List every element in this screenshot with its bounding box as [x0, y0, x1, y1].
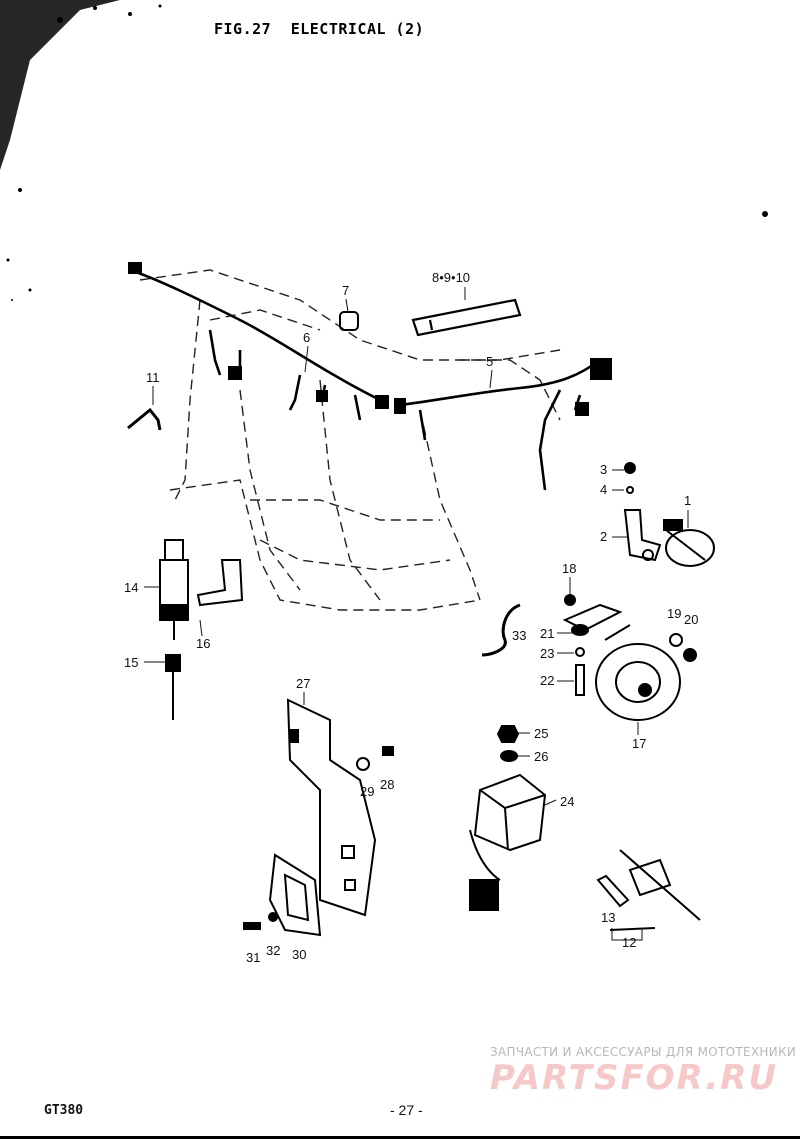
wiring-harness: [129, 268, 601, 491]
frame-outline: [139, 269, 561, 611]
clamp-11: [127, 407, 162, 431]
horn-17-assembly: [562, 594, 697, 721]
callout-29: 29: [360, 784, 374, 799]
bolt-28-washer-29: [356, 746, 394, 771]
callout-4: 4: [600, 482, 607, 497]
callout-16: 16: [196, 636, 210, 651]
bracket-16: [196, 559, 244, 607]
callout-21: 21: [540, 626, 554, 641]
band-8-10: [411, 298, 522, 337]
footer-model: GT380: [44, 1103, 84, 1118]
callout-27: 27: [296, 676, 310, 691]
callout-2: 2: [600, 529, 607, 544]
bottom-border: [0, 1136, 800, 1139]
callout-8-10: 8•9•10: [432, 270, 470, 285]
scan-noise: [0, 0, 768, 301]
callout-25: 25: [534, 726, 548, 741]
callout-3: 3: [600, 462, 607, 477]
callout-5: 5: [486, 354, 493, 369]
callout-20: 20: [684, 612, 698, 627]
callout-32: 32: [266, 943, 280, 958]
callout-14: 14: [124, 580, 138, 595]
footer-page-number: - 27 -: [390, 1102, 423, 1118]
callout-22: 22: [540, 673, 554, 688]
figure-number: FIG.27: [214, 20, 272, 38]
leader-lines: [144, 287, 689, 941]
regulator-24: [469, 773, 547, 911]
callout-18: 18: [562, 561, 576, 576]
watermark-logo: PARTSFOR.RU: [490, 1058, 779, 1098]
fuse-holder-12-13: [596, 849, 701, 931]
wire-33: [481, 603, 521, 657]
callout-15: 15: [124, 655, 138, 670]
callout-33: 33: [512, 628, 526, 643]
page-title: FIG.27 ELECTRICAL (2): [214, 20, 434, 38]
callout-24: 24: [560, 794, 574, 809]
grommet-7: [339, 311, 359, 331]
callout-7: 7: [342, 283, 349, 298]
switch-14: [159, 539, 189, 720]
plate-30: [268, 853, 322, 937]
callout-26: 26: [534, 749, 548, 764]
callout-6: 6: [303, 330, 310, 345]
callout-13: 13: [601, 910, 615, 925]
callout-23: 23: [540, 646, 554, 661]
screw-31-washer-32: [243, 912, 278, 930]
callout-12: 12: [622, 935, 636, 950]
nut-25-washer-26: [496, 725, 520, 762]
switch-1-assembly: [623, 462, 715, 567]
callout-11: 11: [146, 370, 160, 385]
figure-title: ELECTRICAL (2): [290, 20, 425, 38]
callout-19: 19: [667, 606, 681, 621]
callout-1: 1: [684, 493, 691, 508]
callout-28: 28: [380, 777, 394, 792]
harness-connectors: [128, 262, 612, 416]
callout-30: 30: [292, 947, 306, 962]
bracket-27: [286, 698, 377, 917]
callout-numbers: 1 2 3 4 5 6 7 8•9•10 11 12 13 14 15 16 1…: [124, 270, 698, 965]
watermark-tagline: ЗАПЧАСТИ И АКСЕССУАРЫ ДЛЯ МОТОТЕХНИКИ: [490, 1045, 797, 1059]
callout-17: 17: [632, 736, 646, 751]
callout-31: 31: [246, 950, 260, 965]
